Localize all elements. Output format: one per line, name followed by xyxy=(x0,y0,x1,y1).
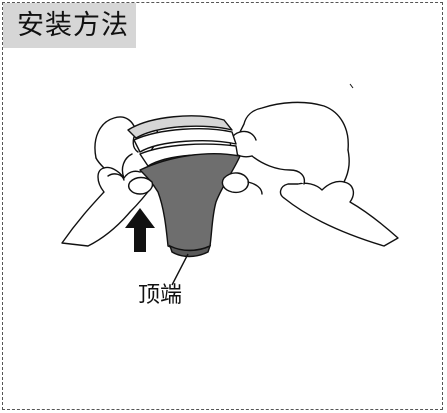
right-hand xyxy=(229,101,399,247)
arrow-up-icon xyxy=(125,208,155,252)
page-frame xyxy=(2,2,443,410)
tip-callout-label: 顶端 xyxy=(138,283,183,308)
section-title-box: 安装方法 xyxy=(3,3,136,48)
cup-tip xyxy=(168,244,212,258)
cup-body xyxy=(139,152,241,252)
thumbs xyxy=(107,172,263,195)
callout-leader-line xyxy=(171,253,189,286)
stray-mark xyxy=(349,83,354,89)
section-title: 安装方法 xyxy=(17,10,129,41)
cup-rim xyxy=(127,115,239,167)
